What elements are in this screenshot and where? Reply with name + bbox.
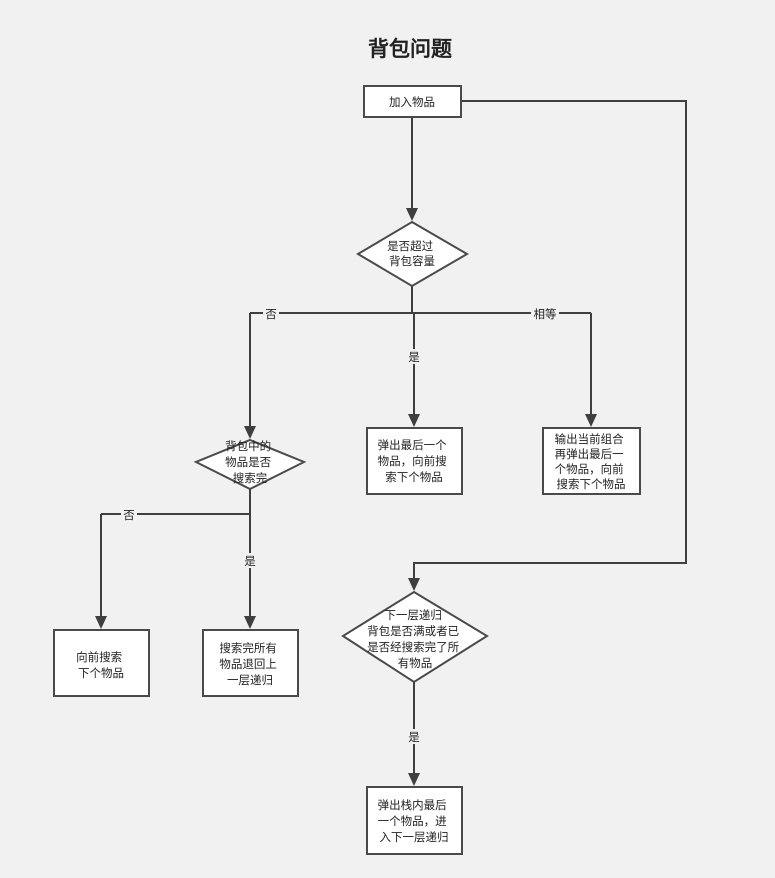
node-pop-stack-label: 弹出栈内最后 一个物品，进 入下一层递归 [378,798,451,844]
edge-next-level-yes: 是 [406,682,422,786]
edge-add-to-capacity [406,117,418,221]
node-capacity-check: 是否超过 背包容量 [356,220,469,288]
edge-label-yes-capacity: 是 [408,350,420,364]
edge-label-yes-searched: 是 [244,554,256,568]
edge-searched-yes: 是 [242,514,258,629]
node-output-combo-label: 输出当前组合 再弹出最后一 个物品，向前 搜索下个物品 [555,432,628,491]
node-searched-all-label: 背包中的 物品是否 搜索完 [225,439,275,485]
node-search-next: 向前搜索 下个物品 [53,629,150,697]
node-add-item-label: 加入物品 [389,95,435,109]
node-search-next-label: 向前搜索 下个物品 [76,650,126,680]
node-pop-last: 弹出最后一个 物品，向前搜 索下个物品 [366,427,463,495]
node-add-item: 加入物品 [363,85,462,118]
node-searched-all: 背包中的 物品是否 搜索完 [193,438,307,491]
edge-label-no-capacity: 否 [265,307,277,321]
edge-capacity-no: 否 [244,306,279,439]
edge-add-to-next-level [408,100,687,591]
node-pop-stack: 弹出栈内最后 一个物品，进 入下一层递归 [366,786,463,855]
edge-capacity-equal: 相等 [531,306,597,427]
edge-label-yes-next-level: 是 [408,730,420,744]
edge-label-equal-capacity: 相等 [534,307,557,321]
chart-title: 背包问题 [368,37,453,61]
node-next-level-check-label: 下一层递归 背包是否满或者已 是否经搜索完了所 有物品 [367,608,463,670]
node-next-level-check: 下一层递归 背包是否满或者已 是否经搜索完了所 有物品 [341,590,489,684]
node-capacity-check-label: 是否超过 背包容量 [387,239,437,268]
edge-capacity-yes: 是 [406,313,422,427]
edge-label-no-searched: 否 [123,508,135,522]
node-return-up: 搜索完所有 物品退回上 一层递归 [202,629,299,697]
node-return-up-label: 搜索完所有 物品退回上 一层递归 [219,641,280,687]
edge-searched-no: 否 [95,507,137,629]
node-pop-last-label: 弹出最后一个 物品，向前搜 索下个物品 [378,438,451,484]
node-output-combo: 输出当前组合 再弹出最后一 个物品，向前 搜索下个物品 [542,427,641,495]
